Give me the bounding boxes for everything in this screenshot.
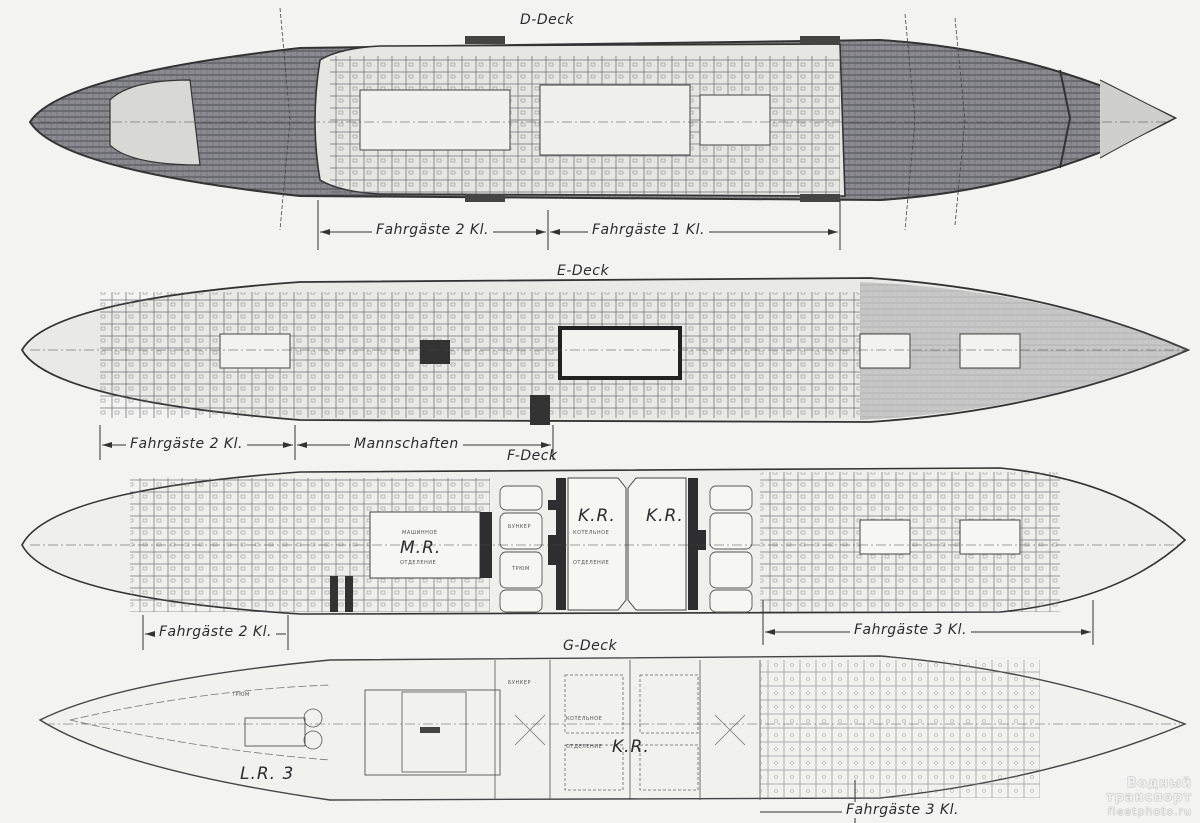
g-hold-label: ТРЮМ [232, 692, 250, 698]
g-boiler-label: КОТЕЛЬНОЕ [566, 716, 603, 722]
f-deck-3rd-class-label: Fahrgäste 3 Kl. [850, 622, 971, 638]
f-hold-label: ТРЮМ [512, 566, 530, 572]
e-deck-title: E-Deck [557, 263, 610, 279]
g-compartment-label: ОТДЕЛЕНИЕ [566, 744, 603, 750]
f-engine-bottom-label: ОТДЕЛЕНИЕ [400, 560, 437, 566]
watermark: Водный транспорт fleetphoto.ru [1106, 777, 1192, 819]
f-deck-plan [21, 467, 1187, 650]
g-deck-lr3-label: L.R. 3 [240, 764, 295, 784]
d-deck-1st-class-label: Fahrgäste 1 Kl. [588, 222, 709, 238]
g-deck-plan [38, 655, 1187, 823]
watermark-line-2: транспорт [1105, 790, 1192, 805]
watermark-line-1: Водный [1126, 776, 1192, 791]
f-bunker-label: БУНКЕР [508, 524, 531, 530]
d-deck-title: D-Deck [520, 12, 575, 28]
watermark-line-3: fleetphoto.ru [1107, 805, 1192, 818]
e-deck-2nd-class-label: Fahrgäste 2 Kl. [126, 436, 247, 452]
f-boiler-bottom-label: ОТДЕЛЕНИЕ [573, 560, 610, 566]
d-deck-plan [28, 7, 1178, 250]
g-deck-title: G-Deck [563, 638, 618, 654]
d-deck-2nd-class-label: Fahrgäste 2 Kl. [372, 222, 493, 238]
f-deck-boiler-room-2-label: K.R. [646, 506, 684, 526]
f-engine-top-label: МАШИННОЕ [402, 530, 438, 536]
f-deck-engine-room-label: M.R. [400, 538, 442, 558]
f-boiler-top-label: КОТЕЛЬНОЕ [573, 530, 610, 536]
e-deck-crew-label: Mannschaften [350, 436, 463, 452]
g-bunker-label: БУНКЕР [508, 680, 531, 686]
f-deck-boiler-room-1-label: K.R. [578, 506, 616, 526]
g-deck-boiler-room-label: K.R. [612, 737, 650, 757]
f-deck-2nd-class-label: Fahrgäste 2 Kl. [155, 624, 276, 640]
f-deck-title: F-Deck [507, 448, 558, 464]
g-deck-3rd-class-label: Fahrgäste 3 Kl. [842, 802, 963, 818]
e-deck-plan [20, 277, 1191, 460]
